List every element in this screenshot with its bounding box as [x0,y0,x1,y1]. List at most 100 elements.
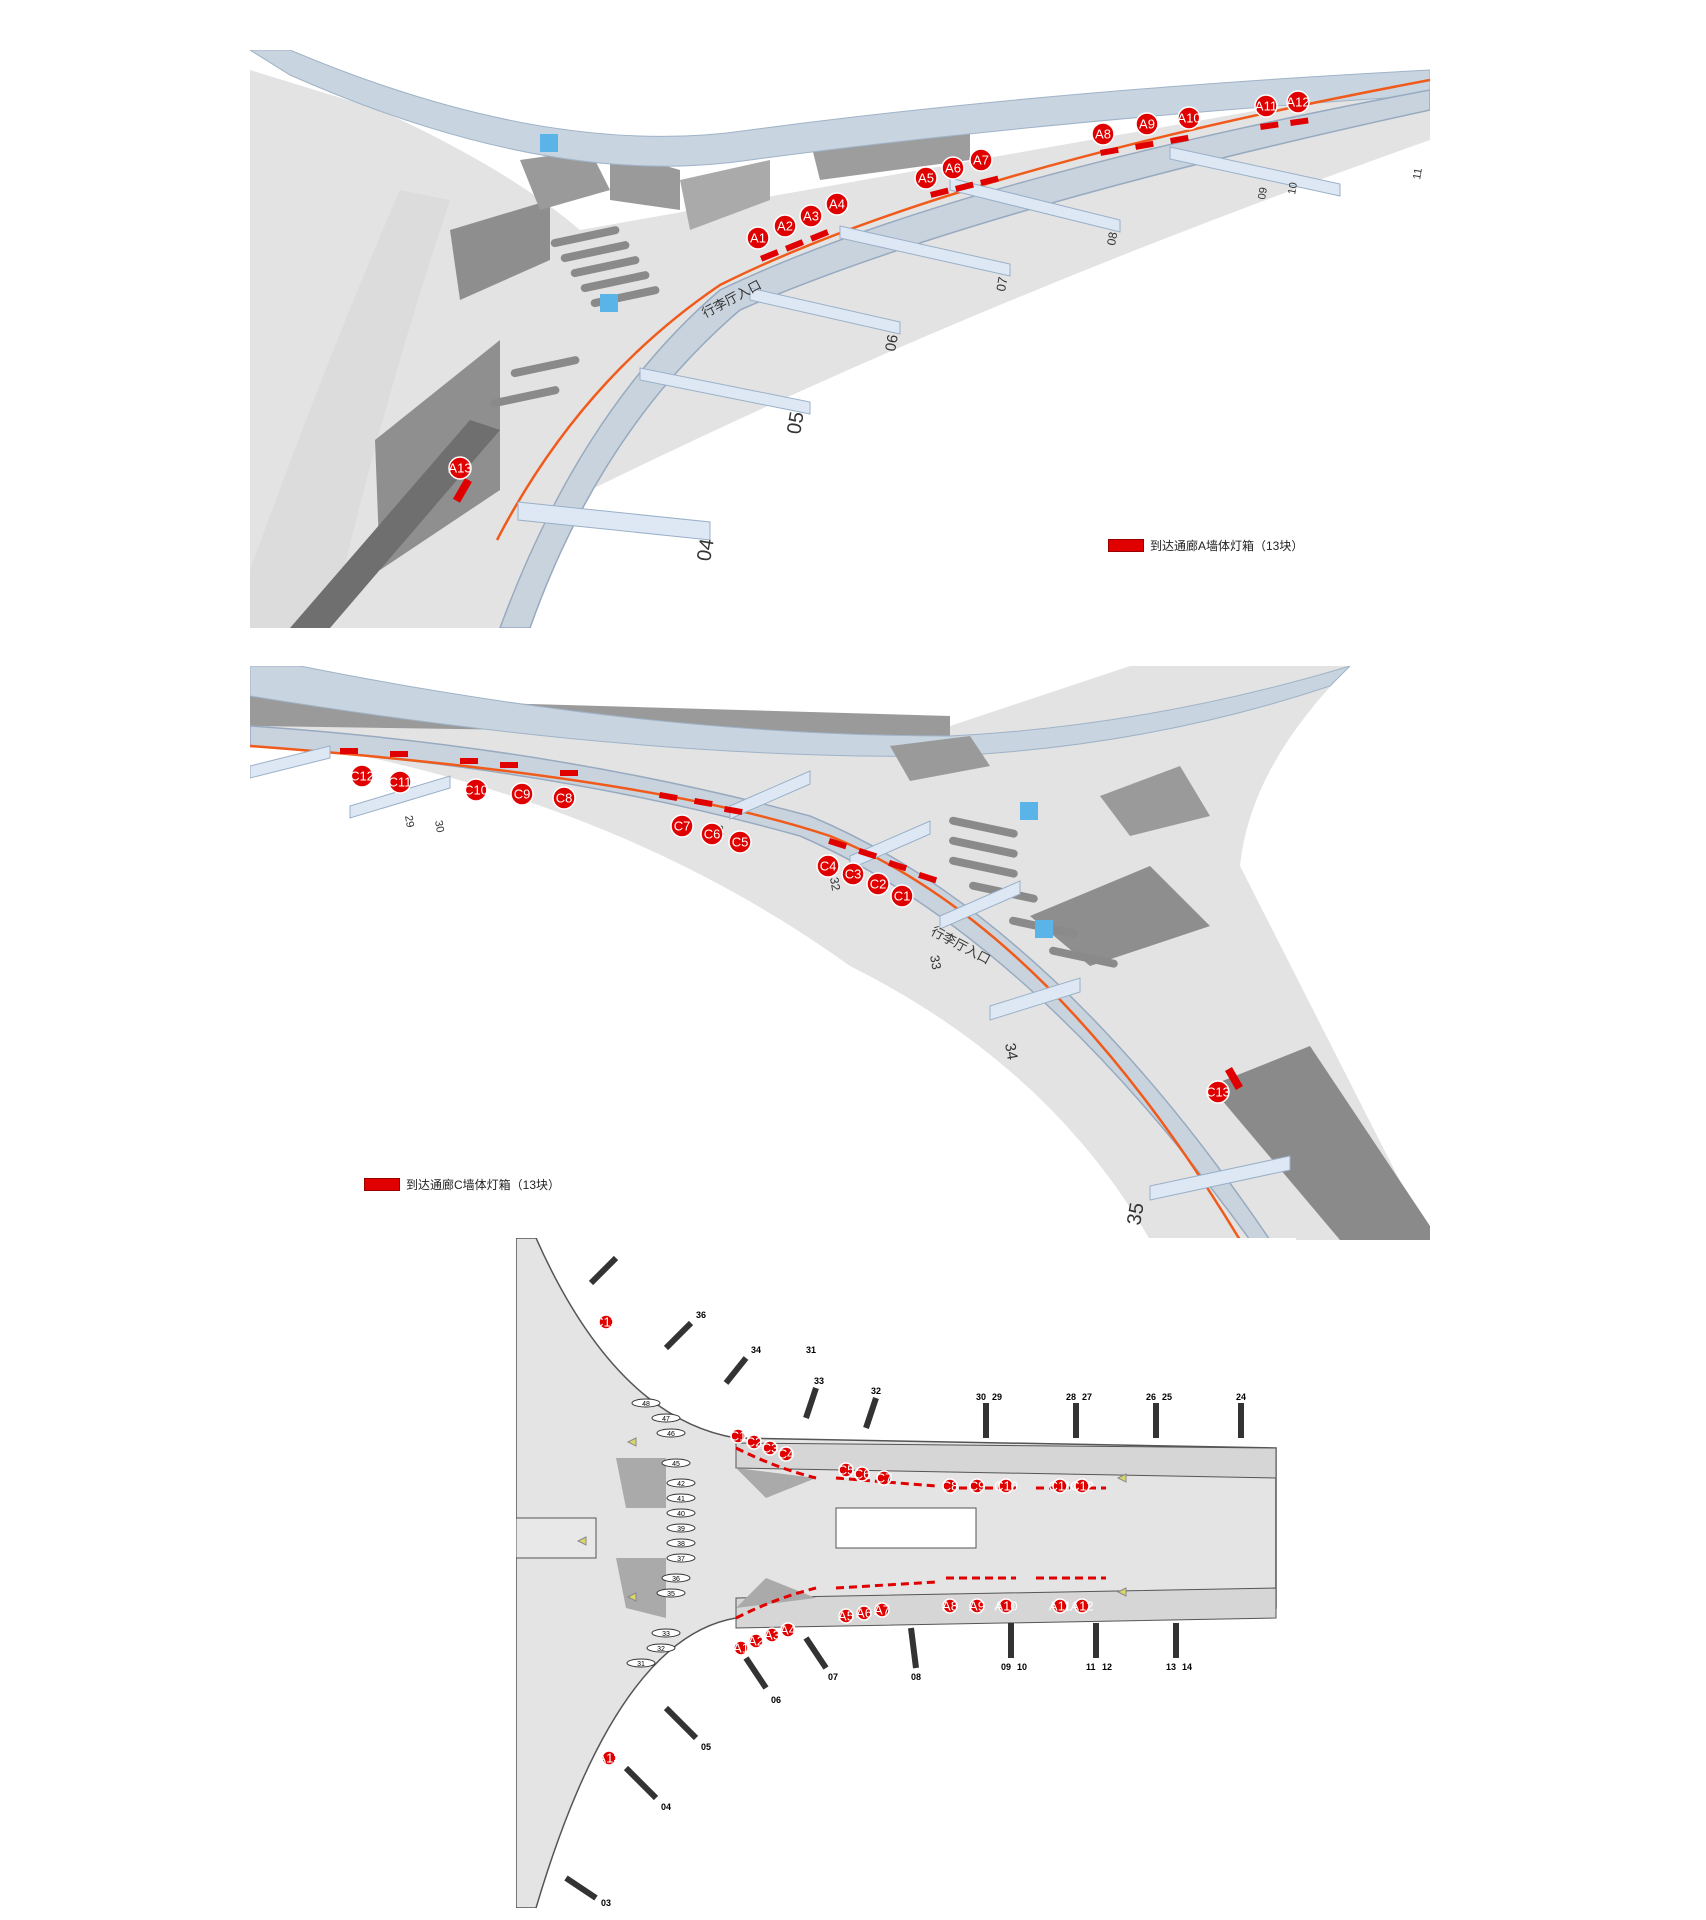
svg-text:A11: A11 [1049,1599,1071,1614]
gate-label: 05 [701,1742,711,1752]
svg-text:A9: A9 [1139,117,1155,132]
plan-stands: 48 47 46 45 42 41 40 39 38 37 36 35 33 3… [626,1398,696,1668]
gate-label: 28 [1066,1392,1076,1402]
svg-text:C13: C13 [1206,1085,1230,1100]
legend-swatch [1108,539,1144,552]
svg-text:A8: A8 [942,1599,958,1614]
svg-text:31: 31 [637,1661,645,1668]
stand: 32 [646,1643,676,1653]
plan-marker-A1: A1 [733,1640,749,1656]
marker-A13: A13 [448,456,472,480]
gate-label: 29 [402,814,416,828]
plan-marker-C8: C8 [942,1478,959,1494]
svg-text:A5: A5 [838,1609,854,1624]
svg-text:A10: A10 [994,1599,1017,1614]
arrival-corridor-c-view: 35 34 33 32 31 30 29 行李厅入口 C1 C2 [250,666,1430,1240]
stand: 33 [651,1628,681,1638]
svg-text:A12: A12 [1286,95,1309,110]
stand: 45 [661,1458,691,1468]
svg-text:37: 37 [677,1556,685,1563]
stand: 36 [661,1573,691,1583]
svg-text:48: 48 [642,1401,650,1408]
svg-text:C8: C8 [942,1479,959,1494]
plan-marker-A13: A13 [597,1750,621,1766]
plan-marker-A6: A6 [856,1605,872,1621]
svg-text:C7: C7 [674,819,691,834]
svg-text:A2: A2 [748,1634,764,1649]
building-block [736,1468,816,1498]
gate-labels-a: 04 05 06 07 08 09 10 11 [693,167,1425,563]
terminal-plan-map: 48 47 46 45 42 41 40 39 38 37 36 35 33 3… [516,1238,1277,1908]
gate-label: 12 [1102,1662,1112,1672]
gate-label: 33 [814,1376,824,1386]
light-boxes-a [453,117,1309,503]
marker-C4: C4 [816,854,840,878]
svg-text:C12: C12 [1070,1479,1094,1494]
gate-label: 29 [992,1392,1002,1402]
gate-label: 36 [696,1310,706,1320]
gate-label: 06 [882,333,902,352]
svg-text:A4: A4 [829,197,845,212]
marker-C3: C3 [841,862,865,886]
lift-icon [1035,920,1053,938]
gate-label: 06 [771,1695,781,1705]
plan-marker-A8: A8 [942,1598,958,1614]
lift-icon [1020,802,1038,820]
terminal-plan-view: 48 47 46 45 42 41 40 39 38 37 36 35 33 3… [516,1238,1296,1908]
gate-label: 25 [1162,1392,1172,1402]
plan-marker-A12: A12 [1070,1598,1094,1614]
svg-text:C5: C5 [838,1463,855,1478]
gate-labels-diagonal: 36 34 33 32 31 06 05 04 03 07 08 [601,1310,921,1908]
plan-marker-C12: C12 [1070,1478,1094,1494]
stand: 37 [666,1553,696,1563]
svg-text:A13: A13 [597,1751,620,1766]
svg-text:A2: A2 [777,219,793,234]
svg-text:C4: C4 [778,1447,795,1462]
svg-text:A13: A13 [448,461,471,476]
svg-text:C7: C7 [876,1471,893,1486]
svg-text:A7: A7 [874,1603,890,1618]
svg-text:C1: C1 [730,1429,747,1444]
building-block [450,200,550,300]
svg-text:A6: A6 [856,1606,872,1621]
svg-text:C3: C3 [845,867,862,882]
stand: 48 [631,1398,661,1408]
legend-swatch [364,1178,400,1191]
building-block [616,1458,666,1508]
arrival-corridor-a [499,89,1430,628]
building-block [1100,766,1210,836]
svg-text:C9: C9 [969,1479,986,1494]
gate-label: 13 [1166,1662,1176,1672]
plan-marker-C13: C13 [594,1314,618,1330]
marker-C6: C6 [700,822,724,846]
marker-C10: C10 [464,778,488,802]
light-boxes-c [340,748,1243,1091]
gate-label: 33 [927,954,944,971]
gate-label: 10 [1286,181,1300,195]
ramp-dark [1210,1046,1430,1240]
gate-label: 27 [1082,1392,1092,1402]
gate-label: 34 [751,1345,761,1355]
west-corridor [516,1517,597,1559]
gate-label: 08 [1104,231,1120,247]
stand: 39 [666,1523,696,1533]
svg-text:A9: A9 [969,1599,985,1614]
plan-marker-C10: C10 [994,1478,1018,1494]
marker-C11: C11 [388,770,412,794]
svg-text:33: 33 [662,1631,670,1638]
gate-label: 11 [1086,1662,1096,1672]
plan-marker-A9: A9 [969,1598,985,1614]
marker-A9: A9 [1135,112,1159,136]
svg-text:46: 46 [667,1431,675,1438]
svg-text:C5: C5 [732,835,749,850]
svg-text:A4: A4 [780,1623,796,1638]
lift-icon [600,294,618,312]
svg-text:41: 41 [677,1496,685,1503]
stand: 47 [651,1413,681,1423]
marker-C13: C13 [1206,1080,1230,1104]
gate-labels-top: 30 29 28 27 26 25 24 [976,1392,1246,1402]
building-block [680,160,770,230]
road-left [250,190,450,628]
gate-label: 26 [1146,1392,1156,1402]
marker-A5: A5 [914,166,938,190]
